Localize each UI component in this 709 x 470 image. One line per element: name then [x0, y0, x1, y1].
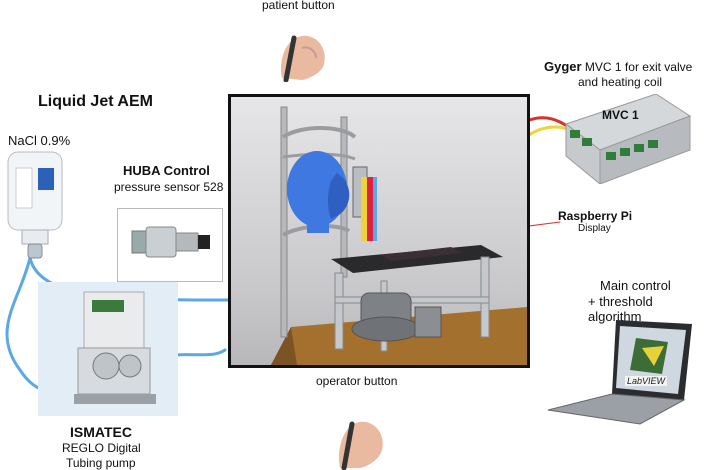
patient-hand-icon[interactable] — [272, 30, 334, 82]
operator-button-label: operator button — [316, 374, 398, 388]
main-control-label-2: + threshold algorithm — [588, 294, 653, 324]
gyger-desc-line2: and heating coil — [578, 75, 663, 89]
patient-button-label: patient button — [262, 0, 335, 12]
huba-title: HUBA Control — [123, 163, 210, 178]
mvc1-controller-icon — [564, 94, 692, 184]
labview-label: LabVIEW — [625, 376, 668, 386]
ismatec-pump-icon — [38, 282, 178, 416]
saline-bag-icon — [7, 151, 63, 259]
gyger-brand: Gyger — [544, 59, 582, 74]
diagram-title: Liquid Jet AEM — [38, 93, 153, 110]
gyger-label: Gyger MVC 1 for exit valve — [544, 59, 693, 75]
pressure-sensor-icon — [131, 226, 210, 258]
raspberry-title: Raspberry Pi — [558, 209, 633, 223]
ismatec-line3: Tubing pump — [66, 456, 136, 470]
raspberry-subtitle: Display — [578, 223, 611, 234]
ismatec-line2: REGLO Digital — [62, 441, 141, 455]
main-control-label-1: Main control — [600, 278, 671, 293]
huba-subtitle: pressure sensor 528 — [114, 180, 224, 194]
setup-render — [271, 106, 527, 365]
operator-hand-icon[interactable] — [330, 414, 392, 470]
pressure-sensor-box — [117, 208, 223, 282]
mvc1-label: MVC 1 — [602, 108, 639, 122]
gyger-desc: MVC 1 for exit valve — [584, 60, 693, 74]
ismatec-title: ISMATEC — [70, 424, 132, 440]
setup-render-frame — [228, 94, 530, 368]
laptop-icon — [547, 320, 692, 425]
nacl-label: NaCl 0.9% — [8, 133, 71, 148]
